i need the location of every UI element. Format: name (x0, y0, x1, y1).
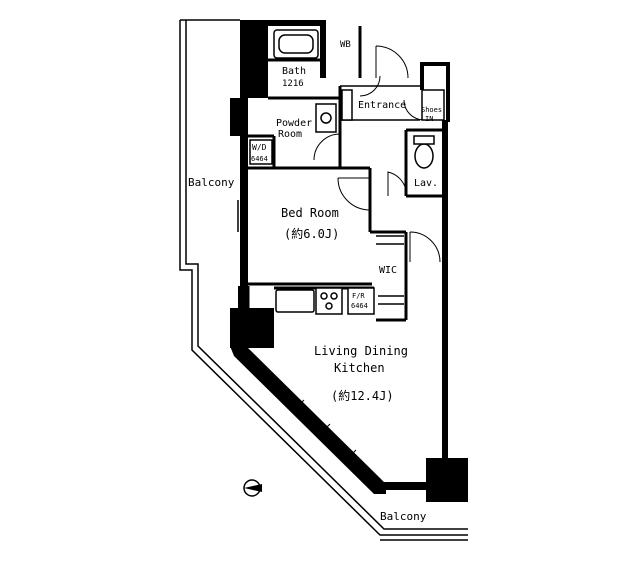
powder-room-label-2: Room (278, 129, 302, 140)
ldk-size-label: (約12.4J) (331, 388, 394, 403)
ldk-label-2: Kitchen (334, 361, 385, 375)
fixtures (237, 29, 445, 315)
wd-sub-label: 6464 (251, 155, 268, 163)
shoes-sub-label: IN (425, 115, 433, 123)
balcony-railing (179, 19, 468, 541)
washer-dryer-icon (249, 139, 273, 165)
bath-size-label: 1216 (282, 79, 304, 89)
powder-room-label: Powder (276, 118, 312, 129)
doors (313, 45, 441, 263)
shoes-label: Shoes (421, 106, 442, 114)
fr-label: F/R (352, 292, 365, 300)
balcony-south-label: Balcony (380, 510, 427, 523)
exterior-walls (230, 20, 468, 502)
north-arrow-icon (243, 479, 262, 497)
diagonal-windows (267, 377, 373, 481)
wb-label: WB (340, 40, 351, 50)
fr-sub-label: 6464 (351, 302, 368, 310)
kitchen-sink-icon (275, 289, 315, 313)
entrance-label: Entrance (358, 100, 406, 111)
interior-walls (246, 26, 442, 322)
fridge-icon (347, 287, 375, 315)
lav-label: Lav. (414, 178, 438, 189)
wic-label: WIC (379, 265, 397, 276)
toilet-icon (414, 143, 434, 169)
ldk-label: Living Dining (314, 344, 408, 358)
wd-label: W/D (252, 143, 267, 152)
bath-label: Bath (282, 66, 306, 77)
bedroom-label: Bed Room (281, 206, 339, 220)
balcony-west-label: Balcony (188, 176, 235, 189)
bedroom-size-label: (約6.0J) (284, 226, 339, 241)
stove-icon (315, 287, 343, 315)
shoe-rack-icon (341, 89, 353, 121)
